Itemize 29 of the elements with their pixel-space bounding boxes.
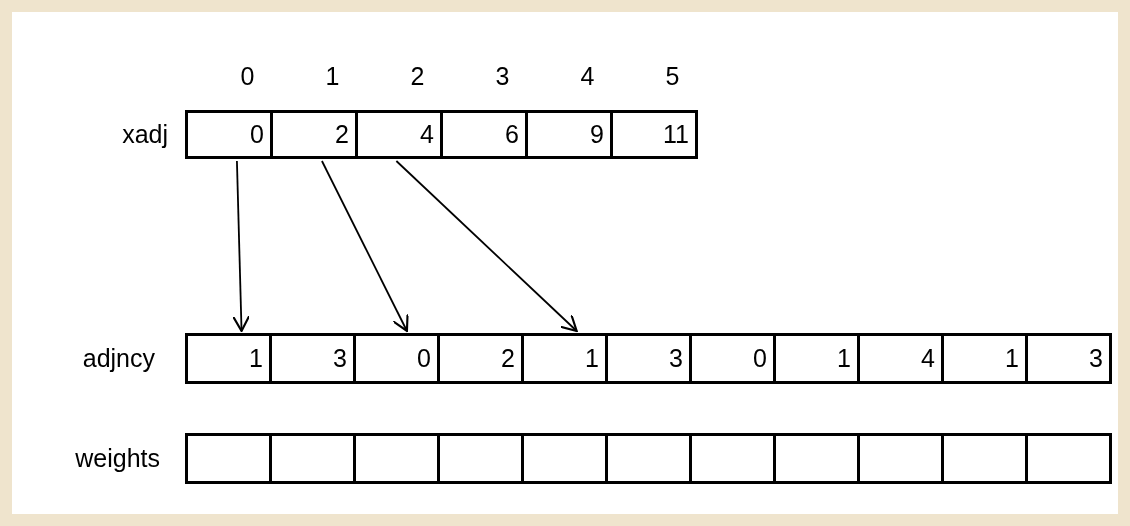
array-cell: 9	[525, 110, 613, 159]
array-cell: 0	[185, 110, 273, 159]
array-name-label: xadj	[121, 119, 168, 149]
index-label: 2	[409, 62, 426, 91]
array-cell: 3	[269, 333, 356, 384]
arrow	[395, 160, 578, 333]
array-cell: 3	[1025, 333, 1112, 384]
array-name-label: weights	[74, 443, 160, 473]
array-cell: 0	[353, 333, 440, 384]
index-label: 3	[494, 62, 511, 91]
array-cell: 2	[270, 110, 358, 159]
array-cell: 11	[610, 110, 698, 159]
array-cell: 2	[437, 333, 524, 384]
array-cell: 1	[521, 333, 608, 384]
array-cell: 1	[773, 333, 860, 384]
index-label: 5	[664, 62, 681, 91]
array-cell: 3	[605, 333, 692, 384]
array-cell: 4	[857, 333, 944, 384]
array-cell: 0	[689, 333, 776, 384]
index-label: 4	[579, 62, 596, 91]
array-name-label: adjncy	[81, 343, 155, 373]
array-cell: 1	[941, 333, 1028, 384]
index-label: 1	[324, 62, 341, 91]
arrow	[232, 160, 251, 333]
array-cell: 6	[440, 110, 528, 159]
index-label: 0	[239, 62, 256, 91]
array-cell: 4	[355, 110, 443, 159]
array-cell: 1	[185, 333, 272, 384]
arrow	[321, 160, 409, 333]
